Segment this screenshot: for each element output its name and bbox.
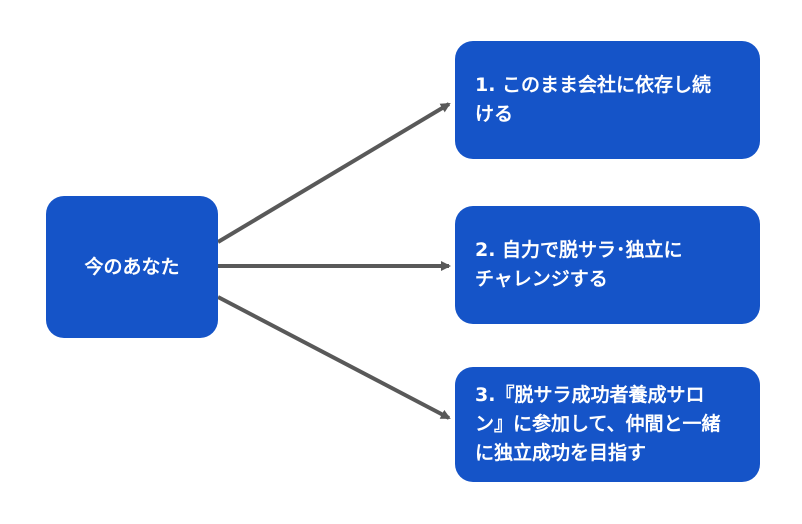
option-3-line-1: 3.『脱サラ成功者養成サロ	[475, 384, 705, 406]
option-2-node: 2. 自力で脱サラ･独立に チャレンジする	[455, 206, 760, 324]
option-2-line-1: 2. 自力で脱サラ･独立に	[475, 239, 683, 261]
arrow-to-option-1	[216, 102, 451, 244]
current-you-node: 今のあなた	[46, 196, 218, 338]
option-1-line-2: ける	[475, 103, 514, 125]
option-3-node: 3.『脱サラ成功者養成サロ ン』に参加して、仲間と一緒 に独立成功を目指す	[455, 367, 760, 482]
arrow-to-option-3	[217, 295, 451, 420]
option-3-line-3: に独立成功を目指す	[475, 442, 647, 464]
current-you-label: 今のあなた	[84, 255, 180, 278]
option-3-line-2: ン』に参加して、仲間と一緒	[475, 413, 721, 435]
option-1-node: 1. このまま会社に依存し続 ける	[455, 41, 760, 159]
option-1-line-1: 1. このまま会社に依存し続	[475, 74, 712, 96]
option-2-line-2: チャレンジする	[475, 268, 608, 290]
